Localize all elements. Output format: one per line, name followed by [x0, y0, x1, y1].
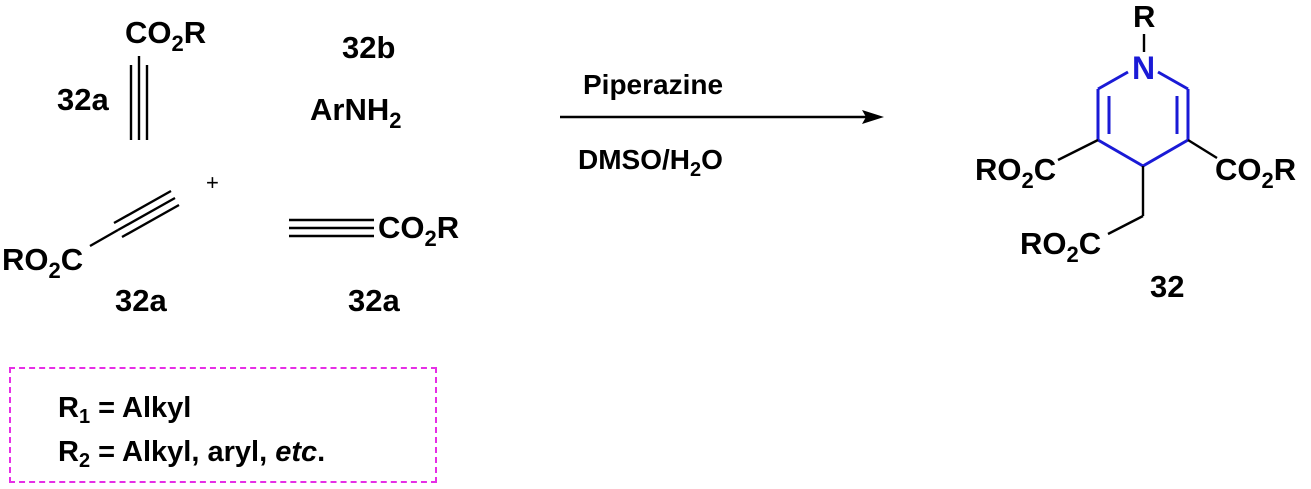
top-ester-label: CO2R [125, 15, 206, 56]
reaction-arrow: Piperazine DMSO/H2O [560, 69, 884, 181]
reactant-amine: 32b ArNH2 [310, 30, 401, 133]
product-right-ester-label: CO2R [1215, 152, 1296, 193]
right-ester-label: CO2R [378, 210, 459, 251]
dihydropyridine-ring [1096, 70, 1190, 168]
reactant-alkyne-right: CO2R 32a [289, 210, 459, 318]
ring-nitrogen-label: N [1132, 50, 1155, 86]
reactant-alkyne-left: RO2C 32a [2, 189, 180, 318]
triple-bond-line [121, 203, 180, 239]
compound-label-32b: 32b [342, 30, 395, 65]
right-ester-bond [1187, 138, 1218, 160]
compound-label-32a-top: 32a [57, 82, 109, 117]
single-bond [89, 228, 119, 248]
reactant-alkyne-top: CO2R 32a [57, 15, 206, 140]
left-ester-label: RO2C [2, 242, 83, 283]
ring-bond [1157, 70, 1189, 91]
product-label-32: 32 [1150, 269, 1184, 304]
product-left-ester-label: RO2C [975, 152, 1056, 193]
legend-r2: R2 = Alkyl, aryl, etc. [58, 436, 326, 472]
n-substituent-label: R [1133, 0, 1155, 34]
compound-label-32a-right: 32a [348, 283, 400, 318]
left-ester-bond [1057, 138, 1099, 162]
arrow-reagent: Piperazine [583, 69, 723, 100]
amine-formula: ArNH2 [310, 92, 401, 133]
ring-bond [1097, 70, 1129, 91]
legend-r1: R1 = Alkyl [58, 392, 192, 428]
triple-bond-line [113, 189, 172, 225]
product-bottom-ester-label: RO2C [1020, 226, 1101, 267]
arrow-head [862, 110, 884, 124]
substituent-legend [9, 367, 437, 483]
arrow-solvent: DMSO/H2O [578, 144, 723, 181]
ring-bond [1097, 138, 1144, 168]
ring-bond [1142, 138, 1189, 168]
ch2-ester-bond [1107, 214, 1144, 236]
plus-sign: + [206, 170, 219, 195]
triple-bond-line [117, 196, 176, 232]
compound-label-32a-left: 32a [115, 283, 167, 318]
product-dihydropyridine: R N RO2C CO2R RO2C 32 [975, 0, 1296, 304]
